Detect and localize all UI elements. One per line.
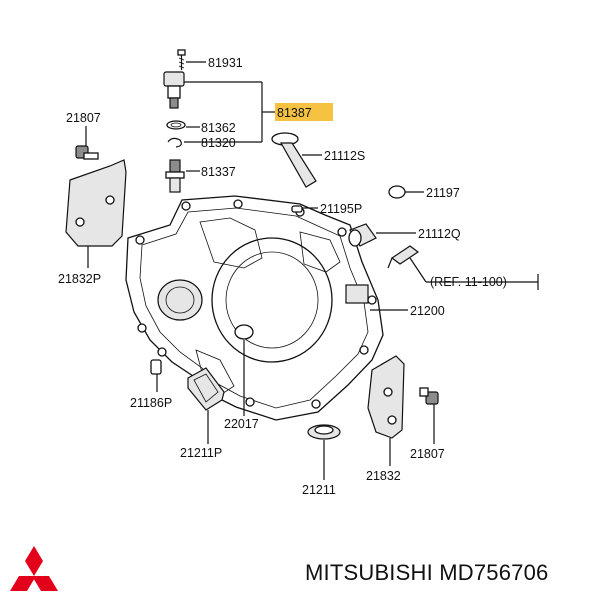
bolt-21807-right [419, 387, 439, 405]
mitsubishi-logo [10, 546, 58, 591]
label-22017: 22017 [224, 417, 259, 431]
bracket-21832 [367, 355, 405, 439]
label-21211P: 21211P [180, 446, 222, 460]
label-21832P: 21832P [58, 272, 101, 286]
plug-21112S [271, 132, 317, 188]
cap-21112Q [348, 223, 377, 247]
label-21211: 21211 [302, 483, 336, 497]
label-21807-left: 21807 [66, 111, 101, 125]
label-81337: 81337 [201, 165, 236, 179]
label-21112S: 21112S [324, 149, 365, 163]
label-81387: 81387 [277, 106, 312, 120]
sensor-81387 [163, 71, 185, 109]
pin-21195P [291, 205, 303, 213]
part-highlight [275, 103, 333, 121]
bracket-21832P [65, 159, 127, 247]
label-21200: 21200 [410, 304, 445, 318]
bolt-21807-left [75, 145, 99, 160]
o-ring-81362 [166, 120, 186, 130]
brand-part-number: MITSUBISHI MD756706 [305, 560, 549, 585]
seal-22017 [234, 324, 254, 340]
clip-81320 [167, 137, 182, 148]
seal-21211 [307, 424, 341, 440]
label-81931: 81931 [208, 56, 243, 70]
label-21186P: 21186P [130, 396, 172, 410]
pin-21186P [150, 359, 162, 375]
label-21112Q: 21112Q [418, 227, 461, 241]
leader-lines [85, 61, 539, 480]
gear-81337 [165, 159, 185, 193]
label-21197: 21197 [426, 186, 460, 200]
label-21832: 21832 [366, 469, 401, 483]
label-21195P: 21195P [320, 202, 362, 216]
label-21807-right: 21807 [410, 447, 445, 461]
harness-clip-ref [387, 245, 420, 269]
transmission-case [125, 195, 384, 421]
bolt-81931 [177, 49, 186, 70]
cap-21197 [388, 185, 406, 199]
label-ref: (REF. 11-100) [430, 275, 507, 289]
label-81320: 81320 [201, 136, 236, 150]
label-81362: 81362 [201, 121, 236, 135]
cover-21211P [187, 367, 225, 411]
